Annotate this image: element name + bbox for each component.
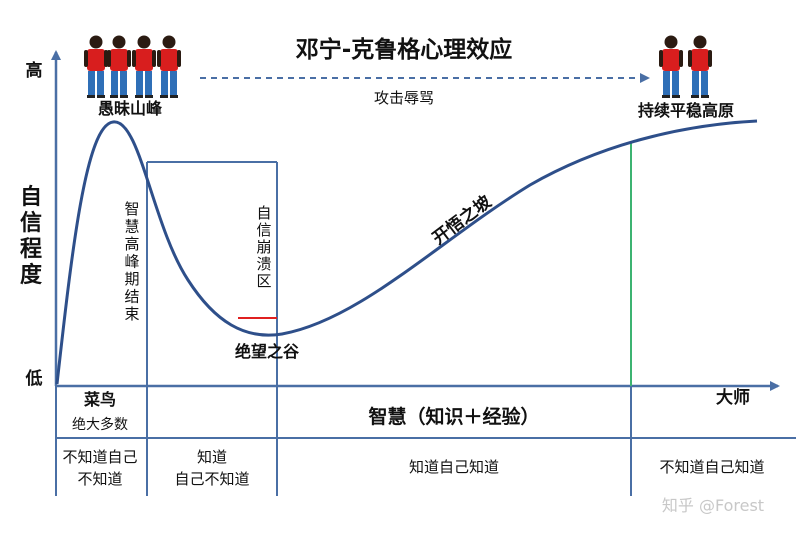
col2-label-line2: 自己不知道: [174, 470, 249, 488]
peak-end-label: 智慧高峰期结束: [124, 200, 139, 323]
x-axis-title: 智慧（知识＋经验）: [368, 405, 539, 428]
attack-label: 攻击辱骂: [374, 89, 434, 107]
col4-label: 不知道自己知道: [659, 458, 764, 476]
x-axis-end-label: 大师: [716, 387, 750, 408]
people-group-left: [84, 35, 181, 98]
person-icon: [688, 35, 712, 98]
watermark: 知乎 @Forest: [662, 496, 764, 515]
confidence-curve: [55, 119, 758, 385]
person-icon: [659, 35, 683, 98]
plateau-label: 持续平稳高原: [638, 101, 734, 120]
y-axis-low-label: 低: [25, 368, 43, 389]
valley-label: 绝望之谷: [235, 342, 300, 361]
y-axis-high-label: 高: [26, 60, 43, 81]
diagram-title: 邓宁-克鲁格心理效应: [296, 36, 513, 63]
slope-label: 开悟之坡: [428, 191, 495, 249]
person-icon: [157, 35, 181, 98]
newbie-label: 菜鸟: [83, 390, 116, 409]
col1-label-line2: 不知道: [77, 470, 122, 488]
person-icon: [107, 35, 131, 98]
people-group-right: [659, 35, 712, 98]
person-icon: [132, 35, 156, 98]
majority-label: 绝大多数: [72, 416, 128, 433]
col3-label: 知道自己知道: [409, 458, 499, 476]
y-axis-title: 自信程度: [20, 184, 43, 288]
collapse-label: 自信崩溃区: [256, 204, 271, 290]
col2-label-line1: 知道: [197, 448, 227, 466]
person-icon: [84, 35, 108, 98]
col1-label-line1: 不知道自己: [62, 448, 137, 466]
peak-label: 愚昧山峰: [98, 99, 163, 118]
